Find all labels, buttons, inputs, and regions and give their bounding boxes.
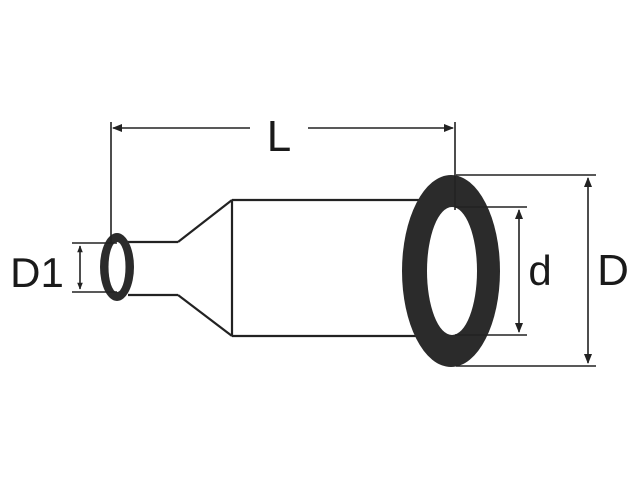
length-label: L [267,112,291,161]
inner-diameter-dimension [455,206,527,336]
fitting-body [128,198,420,338]
inner-diameter-label: d [528,247,551,294]
taper-top-edge [177,199,233,243]
length-dimension [110,122,456,244]
small-diameter-label: D1 [10,249,64,296]
outer-diameter-label: D [597,246,629,295]
large-end-ring [402,175,500,367]
taper-bottom-edge [177,294,233,337]
small-diameter-dimension [72,242,117,293]
small-end-ring [100,233,134,301]
outer-diameter-dimension [456,174,596,367]
